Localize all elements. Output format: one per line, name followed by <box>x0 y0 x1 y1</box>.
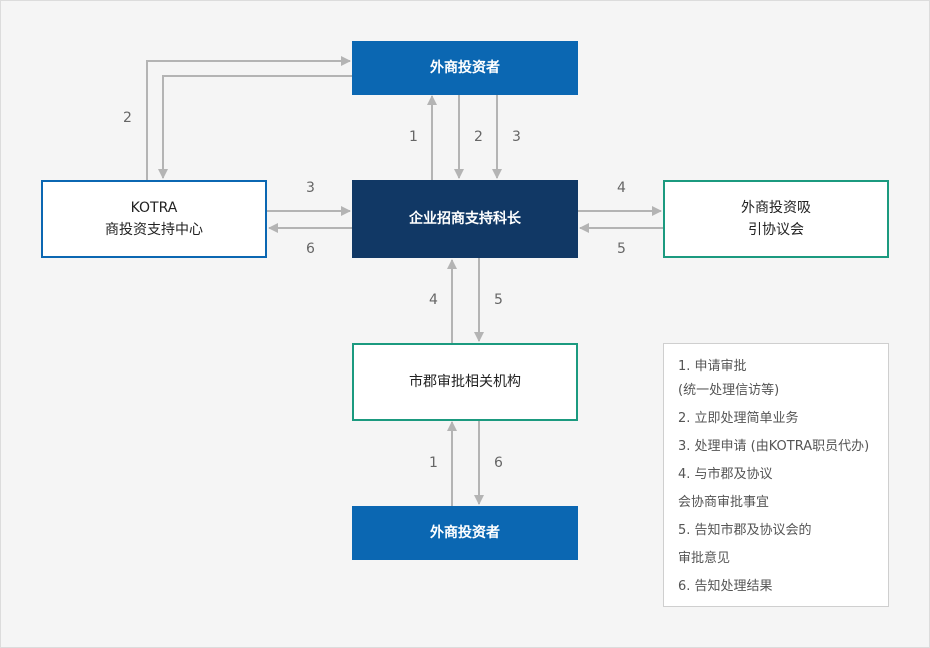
legend-line: 6. 告知处理结果 <box>678 579 773 594</box>
step-label-center-to-council: 4 <box>617 180 626 196</box>
legend-line: 审批意见 <box>678 551 731 566</box>
node-city-label: 市郡审批相关机构 <box>409 374 521 390</box>
node-investor-bottom-label: 外商投资者 <box>430 525 500 541</box>
node-investor-top-label: 外商投资者 <box>430 60 500 76</box>
step-label-kotra-loop: 2 <box>123 110 132 126</box>
node-investor-top: 外商投资者 <box>352 41 578 95</box>
node-council-line-2: 引协议会 <box>748 222 804 238</box>
step-label-top-down-a: 2 <box>474 129 483 145</box>
node-kotra-line-2: 商投资支持中心 <box>105 222 203 238</box>
step-label-top-up: 1 <box>409 129 418 145</box>
arrow-investor-to-kotra <box>158 75 352 179</box>
step-label-bottom-up: 1 <box>429 455 438 471</box>
legend-panel: 1. 申请审批 (统一处理信访等) 2. 立即处理简单业务 3. 处理申请 (由… <box>663 343 889 607</box>
arrow-kotra-to-investor <box>146 56 351 180</box>
node-kotra-line-1: KOTRA <box>130 200 178 216</box>
node-center-label: 企业招商支持科长 <box>409 211 521 227</box>
step-label-bottom-down: 6 <box>494 455 503 471</box>
step-label-center-to-kotra: 6 <box>306 241 315 257</box>
legend-line: 3. 处理申请 (由KOTRA职员代办) <box>678 439 870 454</box>
node-council-line-1: 外商投资吸 <box>741 200 811 216</box>
legend-line: 4. 与市郡及协议 <box>678 467 773 482</box>
step-label-city-to-center: 4 <box>429 292 438 308</box>
step-label-council-to-center: 5 <box>617 241 626 257</box>
step-label-center-to-city: 5 <box>494 292 503 308</box>
node-council: 外商投资吸 引协议会 <box>663 180 889 258</box>
node-center: 企业招商支持科长 <box>352 180 578 258</box>
node-investor-bottom: 外商投资者 <box>352 506 578 560</box>
legend-line: (统一处理信访等) <box>678 383 780 398</box>
node-kotra: KOTRA 商投资支持中心 <box>41 180 267 258</box>
legend-line: 1. 申请审批 <box>678 359 747 374</box>
legend-line: 2. 立即处理简单业务 <box>678 411 799 426</box>
legend-line: 会协商审批事宜 <box>678 495 770 510</box>
step-label-top-down-b: 3 <box>512 129 521 145</box>
node-city: 市郡审批相关机构 <box>352 343 578 421</box>
step-label-kotra-to-center: 3 <box>306 180 315 196</box>
legend-line: 5. 告知市郡及协议会的 <box>678 523 812 538</box>
